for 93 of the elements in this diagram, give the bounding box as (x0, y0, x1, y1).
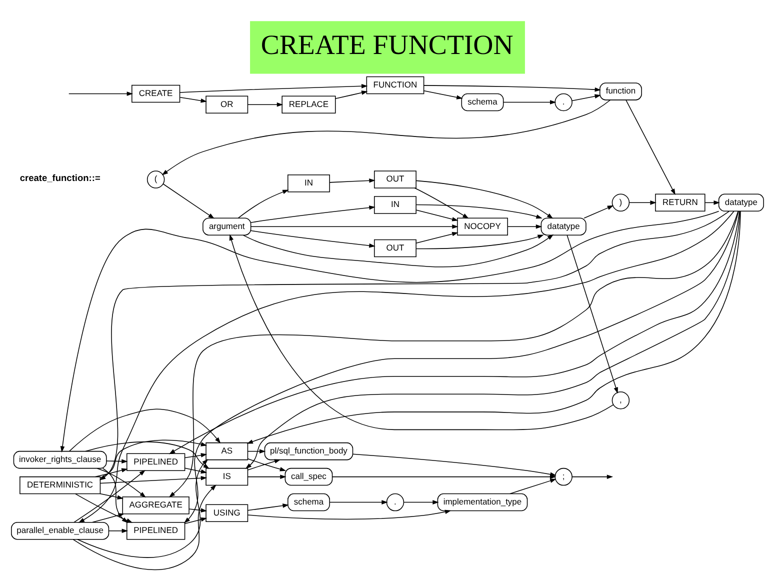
arrow (184, 453, 208, 458)
arrow (100, 440, 208, 478)
arrow (329, 178, 376, 183)
arrow (85, 441, 210, 469)
arrow (60, 210, 720, 452)
node-box: parallel_enable_clause (11, 522, 110, 540)
arrow (414, 188, 469, 219)
arrow (162, 100, 611, 176)
node-circle: . (554, 93, 572, 112)
arrow (416, 234, 544, 250)
arrow (72, 484, 216, 570)
arrow (162, 184, 214, 219)
arrow (248, 504, 289, 511)
arrow (168, 210, 740, 454)
arrow (329, 500, 388, 504)
node-box: CREATE (132, 84, 180, 103)
node-box: datatype (718, 194, 764, 212)
arrow (416, 210, 458, 222)
arrow (503, 100, 556, 104)
arrow (247, 459, 281, 470)
arrow (248, 474, 286, 479)
arrow (248, 102, 284, 107)
node-box: IN (374, 196, 416, 214)
arrow (92, 513, 124, 523)
arrow (188, 508, 208, 512)
node-box: invoker_rights_clause (13, 450, 107, 469)
arrow (180, 84, 368, 93)
node-box: AGGREGATE (122, 496, 190, 514)
arrow (250, 230, 376, 248)
node-circle: ; (554, 468, 572, 486)
arrow (180, 97, 207, 103)
node-circle: , (612, 391, 630, 410)
node-circle: ) (612, 194, 630, 212)
arrow (510, 478, 556, 494)
arrow (572, 474, 614, 479)
arrow (335, 90, 368, 100)
arrow (229, 234, 614, 430)
arrow (248, 449, 266, 454)
node-box: function (599, 82, 642, 100)
node-box: REPLACE (282, 96, 336, 114)
node-box: NOCOPY (457, 218, 508, 236)
arrow (106, 459, 128, 464)
node-box: DETERMINISTIC (20, 476, 101, 494)
node-box: OR (206, 96, 248, 114)
node-box: USING (206, 504, 248, 522)
node-box: FUNCTION (366, 76, 424, 94)
node-box: argument (202, 218, 252, 236)
arrow (507, 224, 542, 229)
arrow (628, 200, 656, 205)
arrow (250, 205, 376, 223)
arrow (572, 94, 601, 102)
arrow (96, 468, 146, 498)
node-box: schema (288, 493, 330, 512)
arrow (247, 458, 286, 472)
arrow (77, 459, 208, 558)
node-box: IN (288, 174, 330, 192)
node-box: PIPELINED (126, 522, 186, 540)
label: create_function::= (20, 173, 100, 184)
node-circle: ( (146, 170, 165, 188)
arrow (238, 190, 289, 218)
node-box: implementation_type (437, 493, 528, 512)
node-box: IS (206, 468, 248, 486)
node-box: OUT (374, 239, 416, 258)
arrow (404, 500, 439, 504)
arrow (584, 205, 614, 218)
node-box: PIPELINED (126, 453, 186, 471)
arrow (68, 92, 133, 96)
arrow (416, 180, 554, 219)
node-box: schema (461, 93, 504, 112)
arrow (424, 85, 601, 92)
node-box: call_spec (284, 468, 333, 486)
node-box: OUT (374, 170, 416, 188)
node-box: RETURN (655, 194, 706, 212)
arrow (184, 468, 208, 474)
arrow (100, 493, 124, 500)
arrow (242, 234, 554, 268)
arrow (626, 100, 676, 195)
node-box: AS (206, 442, 248, 460)
node-circle: . (386, 493, 404, 512)
node-box: pl/sql_function_body (264, 442, 354, 460)
arrow (332, 474, 556, 479)
arrow (416, 232, 458, 244)
arrow (423, 90, 463, 100)
diagram-title: CREATE FUNCTION (260, 30, 514, 62)
arrow (184, 517, 208, 524)
arrow (247, 510, 452, 520)
arrow (416, 204, 542, 219)
arrow (69, 408, 221, 452)
arrow (250, 224, 458, 229)
node-box: datatype (540, 218, 586, 236)
arrow (566, 234, 618, 394)
arrow (108, 528, 128, 534)
arrow (95, 468, 128, 478)
